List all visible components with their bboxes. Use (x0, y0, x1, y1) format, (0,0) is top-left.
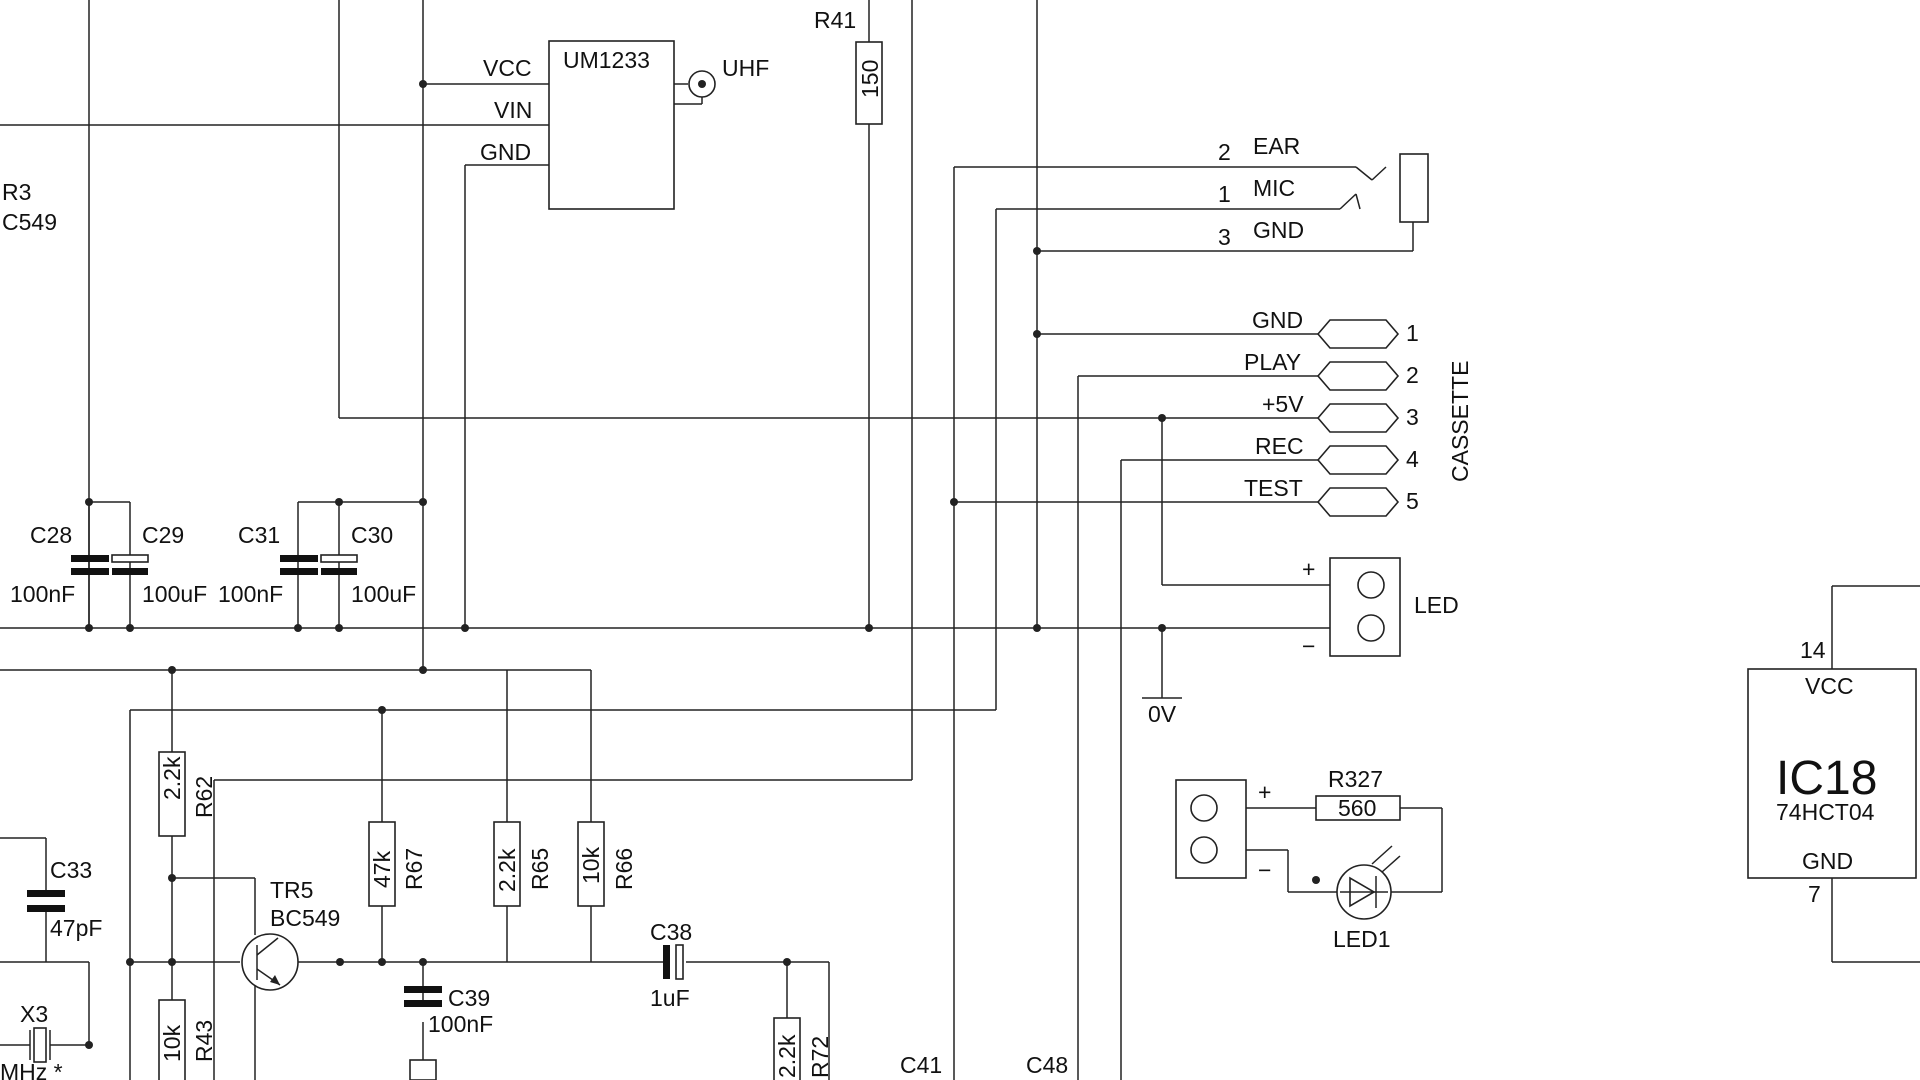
cassette-header: GND PLAY +5V REC TEST 1 2 3 4 5 CASSETTE (1244, 307, 1473, 517)
resistor-r43: 10k R43 (158, 999, 217, 1080)
svg-text:C39: C39 (448, 985, 490, 1011)
resistor-r67: 47k R67 (368, 821, 427, 907)
capacitor-c30: C30 100uF (320, 522, 416, 607)
cassette-jack: 2 EAR 1 MIC 3 GND (1218, 133, 1429, 250)
svg-text:R62: R62 (191, 776, 217, 818)
svg-text:EAR: EAR (1253, 133, 1300, 159)
svg-text:C30: C30 (351, 522, 393, 548)
svg-text:560: 560 (1338, 795, 1376, 821)
svg-text:C28: C28 (30, 522, 72, 548)
svg-text:GND: GND (480, 139, 531, 165)
capacitor-c29: C29 100uF (111, 522, 207, 607)
svg-text:2.2k: 2.2k (774, 1034, 800, 1078)
svg-text:2: 2 (1218, 139, 1231, 165)
svg-text:MHz *: MHz * (0, 1059, 63, 1080)
svg-text:100uF: 100uF (142, 581, 207, 607)
svg-text:1: 1 (1218, 181, 1231, 207)
svg-text:2: 2 (1406, 362, 1419, 388)
c41-label: C41 (900, 1052, 942, 1078)
svg-text:10k: 10k (578, 846, 604, 884)
svg-text:UHF: UHF (722, 55, 769, 81)
svg-text:CASSETTE: CASSETTE (1447, 361, 1473, 482)
transistor-tr5: TR5 BC549 (241, 877, 340, 991)
svg-text:+5V: +5V (1262, 391, 1304, 417)
svg-text:R327: R327 (1328, 766, 1383, 792)
junction-dots (85, 80, 1166, 1049)
svg-text:3: 3 (1406, 404, 1419, 430)
svg-text:C33: C33 (50, 857, 92, 883)
svg-text:X3: X3 (20, 1001, 48, 1027)
svg-text:+: + (1258, 779, 1271, 805)
svg-text:R66: R66 (611, 848, 637, 890)
svg-text:VCC: VCC (1805, 673, 1854, 699)
svg-text:150: 150 (857, 60, 883, 98)
r3-label: R3 (2, 179, 31, 205)
svg-text:2.2k: 2.2k (159, 756, 185, 800)
svg-text:VCC: VCC (483, 55, 532, 81)
svg-text:R67: R67 (401, 848, 427, 890)
svg-text:R65: R65 (527, 848, 553, 890)
svg-text:2.2k: 2.2k (494, 848, 520, 892)
svg-text:14: 14 (1800, 637, 1826, 663)
svg-text:GND: GND (1253, 217, 1304, 243)
capacitor-c31: C31 100nF (218, 522, 318, 607)
capacitor-c38: C38 1uF (650, 919, 692, 1011)
resistor-r66: 10k R66 (577, 821, 637, 907)
resistor-r72: 2.2k R72 (773, 1017, 833, 1080)
resistor-r62: 2.2k R62 (158, 751, 217, 837)
capacitor-c33: C33 47pF (27, 857, 102, 941)
svg-text:TR5: TR5 (270, 877, 313, 903)
resistor-r65: 2.2k R65 (493, 821, 553, 907)
svg-text:BC549: BC549 (270, 905, 340, 931)
svg-text:1: 1 (1406, 320, 1419, 346)
svg-text:GND: GND (1802, 848, 1853, 874)
svg-text:TEST: TEST (1244, 475, 1303, 501)
svg-text:−: − (1258, 857, 1271, 883)
led1-circuit: + − R327 560 LED1 (1175, 766, 1401, 952)
svg-text:3: 3 (1218, 224, 1231, 250)
svg-text:MIC: MIC (1253, 175, 1295, 201)
c48-label: C48 (1026, 1052, 1068, 1078)
svg-text:C38: C38 (650, 919, 692, 945)
svg-text:VIN: VIN (494, 97, 532, 123)
capacitor-c28: C28 100nF (10, 522, 109, 607)
svg-text:R43: R43 (191, 1020, 217, 1062)
svg-text:R72: R72 (807, 1036, 833, 1078)
crystal-x3: X3 MHz * (0, 1001, 63, 1080)
svg-text:C31: C31 (238, 522, 280, 548)
svg-text:+: + (1302, 556, 1315, 582)
resistor-r41: R41 150 (814, 7, 883, 125)
bc549-label-partial: C549 (2, 209, 57, 235)
svg-text:−: − (1302, 633, 1315, 659)
svg-text:5: 5 (1406, 488, 1419, 514)
um1233-modulator: UM1233 VCC VIN GND UHF (480, 40, 769, 210)
svg-text:R41: R41 (814, 7, 856, 33)
svg-text:10k: 10k (159, 1024, 185, 1062)
svg-text:100nF: 100nF (10, 581, 75, 607)
svg-text:100nF: 100nF (428, 1011, 493, 1037)
svg-text:47k: 47k (369, 850, 395, 888)
svg-text:47pF: 47pF (50, 915, 102, 941)
svg-text:REC: REC (1255, 433, 1304, 459)
svg-text:4: 4 (1406, 446, 1419, 472)
svg-text:100nF: 100nF (218, 581, 283, 607)
svg-text:LED1: LED1 (1333, 926, 1391, 952)
svg-text:IC18: IC18 (1776, 752, 1877, 805)
led-connector: + − LED 0V (1148, 556, 1459, 727)
svg-text:0V: 0V (1148, 701, 1177, 727)
svg-text:1uF: 1uF (650, 985, 690, 1011)
capacitor-c39: C39 100nF (404, 985, 493, 1080)
svg-text:74HCT04: 74HCT04 (1776, 799, 1875, 825)
svg-text:C29: C29 (142, 522, 184, 548)
svg-text:GND: GND (1252, 307, 1303, 333)
svg-text:100uF: 100uF (351, 581, 416, 607)
svg-text:PLAY: PLAY (1244, 349, 1301, 375)
svg-text:UM1233: UM1233 (563, 47, 650, 73)
svg-text:LED: LED (1414, 592, 1459, 618)
svg-text:7: 7 (1808, 881, 1821, 907)
ic18-chip: 14 VCC IC18 74HCT04 GND 7 (1747, 637, 1917, 907)
